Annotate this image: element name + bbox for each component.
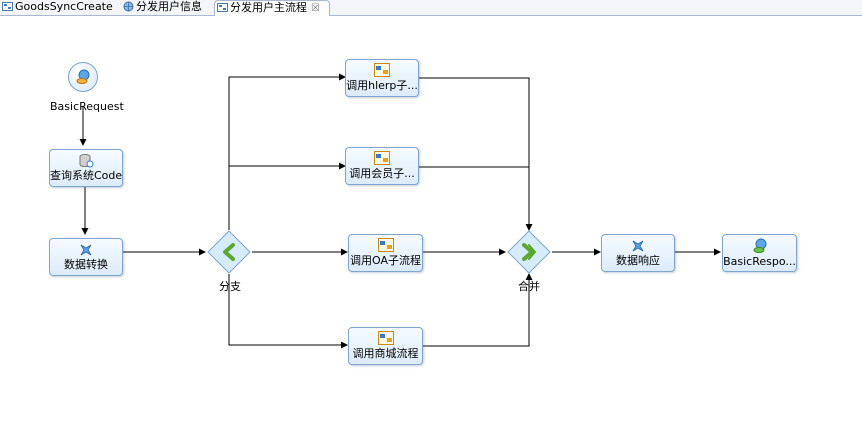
- node-call-mall-flow[interactable]: 调用商城流程: [348, 327, 423, 365]
- diagram-file-icon: [217, 3, 228, 12]
- node-label: BasicRespo...: [723, 255, 796, 268]
- node-basic-response[interactable]: BasicRespo...: [722, 234, 797, 272]
- edge-split-to-sub4: [228, 274, 348, 349]
- tab-label: 分发用户信息: [136, 0, 202, 13]
- transform-gear-icon: [632, 240, 644, 252]
- editor-tab-bar: GoodsSyncCreate 分发用户信息 分发用户主流程 ☒: [0, 0, 862, 16]
- node-data-response[interactable]: 数据响应: [601, 234, 675, 272]
- node-call-hlerp-subflow[interactable]: 调用hlerp子...: [345, 59, 419, 97]
- node-call-oa-subflow[interactable]: 调用OA子流程: [348, 234, 423, 272]
- start-event-basic-request[interactable]: [68, 62, 98, 92]
- flow-canvas[interactable]: BasicRequest 查询系统Code 数据转换 分支 调用hlerp子..…: [0, 16, 862, 447]
- gateway-merge-label: 合并: [518, 280, 540, 293]
- subprocess-icon: [377, 238, 394, 252]
- request-data-icon: [76, 69, 90, 84]
- edge-split-to-sub1: [228, 73, 346, 230]
- gateway-merge[interactable]: [507, 230, 551, 274]
- node-label: 调用hlerp子...: [346, 79, 418, 92]
- node-data-transform[interactable]: 数据转换: [49, 238, 123, 276]
- node-call-member-subflow[interactable]: 调用会员子...: [345, 147, 419, 185]
- transform-gear-icon: [80, 244, 92, 256]
- edge-sub4-to-merge: [422, 273, 533, 347]
- tab-distribute-user-info[interactable]: 分发用户信息: [121, 0, 213, 15]
- gateway-split[interactable]: [207, 230, 251, 274]
- merge-arrow-icon: [522, 243, 536, 261]
- database-query-icon: [79, 154, 94, 168]
- tab-label: 分发用户主流程: [230, 1, 307, 14]
- tab-goods-sync-create[interactable]: GoodsSyncCreate: [0, 0, 118, 15]
- node-label: 查询系统Code: [50, 169, 122, 182]
- subprocess-icon: [377, 331, 394, 345]
- node-query-system-code[interactable]: 查询系统Code: [49, 149, 123, 187]
- response-data-icon: [753, 238, 766, 253]
- subprocess-icon: [374, 63, 390, 77]
- node-label: 调用OA子流程: [350, 254, 421, 267]
- diagram-file-icon: [2, 2, 13, 11]
- split-arrow-icon: [223, 243, 235, 261]
- globe-service-icon: [123, 1, 134, 12]
- tab-distribute-user-main-flow[interactable]: 分发用户主流程 ☒: [214, 0, 330, 16]
- node-label: 调用会员子...: [349, 167, 415, 180]
- node-label: 数据转换: [64, 258, 108, 271]
- subprocess-icon: [374, 151, 390, 165]
- tab-label: GoodsSyncCreate: [15, 0, 113, 13]
- flow-connections: [79, 73, 721, 349]
- node-label: 数据响应: [616, 254, 660, 267]
- close-icon[interactable]: ☒: [311, 3, 320, 14]
- start-event-label: BasicRequest: [50, 100, 124, 113]
- gateway-split-label: 分支: [219, 280, 241, 293]
- edge-sub1-to-merge: [418, 77, 533, 231]
- node-label: 调用商城流程: [352, 347, 419, 360]
